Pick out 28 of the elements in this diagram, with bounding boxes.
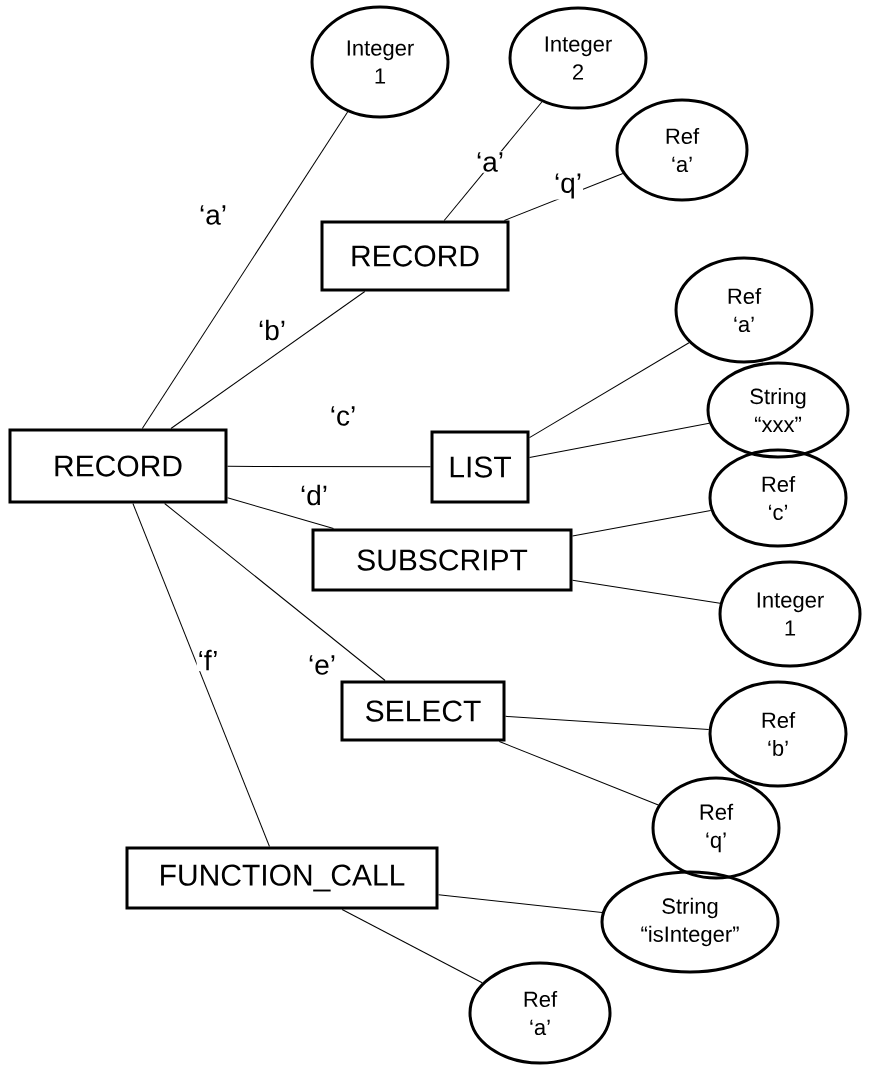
record-box: FUNCTION_CALL	[125, 846, 439, 910]
connector-line	[505, 715, 710, 730]
record-box: SELECT	[340, 680, 506, 742]
connector-line	[170, 291, 366, 429]
connector-line	[132, 503, 270, 847]
connector-line	[227, 497, 334, 529]
connector-line	[438, 894, 603, 914]
connector-line	[498, 741, 659, 806]
edge-label: ‘a’	[475, 151, 505, 173]
record-box: RECORD	[320, 220, 510, 292]
connector-line	[572, 579, 721, 604]
connector-line	[529, 422, 710, 459]
edge-label: ‘f’	[196, 648, 220, 672]
record-box: SUBSCRIPT	[311, 528, 573, 592]
edge-label: ‘b’	[257, 318, 287, 342]
record-box: RECORD	[8, 428, 228, 504]
record-box: LIST	[430, 430, 530, 504]
connector-line	[572, 509, 712, 537]
connector-line	[141, 111, 349, 429]
edge-label: ‘d’	[299, 483, 329, 507]
edge-label: ‘q’	[553, 172, 583, 200]
connector-line	[529, 342, 690, 439]
edge-label: ‘e’	[307, 654, 337, 676]
edge-label: ‘a’	[198, 204, 228, 226]
edge-label: ‘c’	[328, 405, 358, 427]
connector-line	[341, 909, 483, 984]
connector-line	[164, 503, 386, 681]
connector-line	[227, 465, 431, 468]
